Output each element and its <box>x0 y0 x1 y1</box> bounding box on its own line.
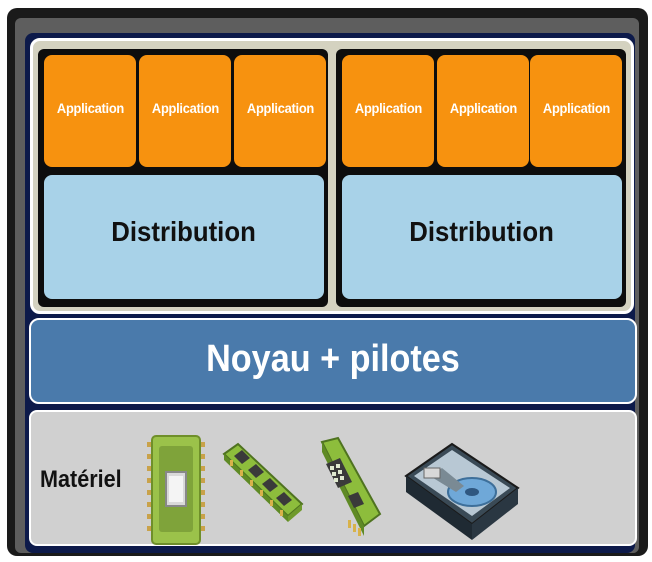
application-label: Application <box>246 100 314 116</box>
expansion-card-icon <box>320 436 382 536</box>
hardware-label: Matériel <box>40 466 122 493</box>
distribution-label: Distribution <box>409 216 555 247</box>
application-label: Application <box>542 100 610 116</box>
application-box: Application <box>530 55 622 167</box>
application-label: Application <box>151 100 219 116</box>
hard-drive-icon <box>404 442 520 540</box>
application-box: Application <box>234 55 326 167</box>
kernel-layer: Noyau + pilotes <box>29 318 637 404</box>
application-label: Application <box>354 100 422 116</box>
kernel-label: Noyau + pilotes <box>206 337 460 380</box>
software-stack-1: Application Application Application Dist… <box>38 49 328 307</box>
application-box: Application <box>44 55 136 167</box>
cpu-chip-icon <box>147 435 205 545</box>
distribution-label: Distribution <box>111 216 257 247</box>
application-label: Application <box>56 100 124 116</box>
distribution-box: Distribution <box>44 175 324 299</box>
distribution-box: Distribution <box>342 175 622 299</box>
application-box: Application <box>437 55 529 167</box>
ram-module-icon <box>222 442 304 522</box>
application-box: Application <box>342 55 434 167</box>
application-label: Application <box>449 100 517 116</box>
software-stack-2: Application Application Application Dist… <box>336 49 626 307</box>
application-box: Application <box>139 55 231 167</box>
